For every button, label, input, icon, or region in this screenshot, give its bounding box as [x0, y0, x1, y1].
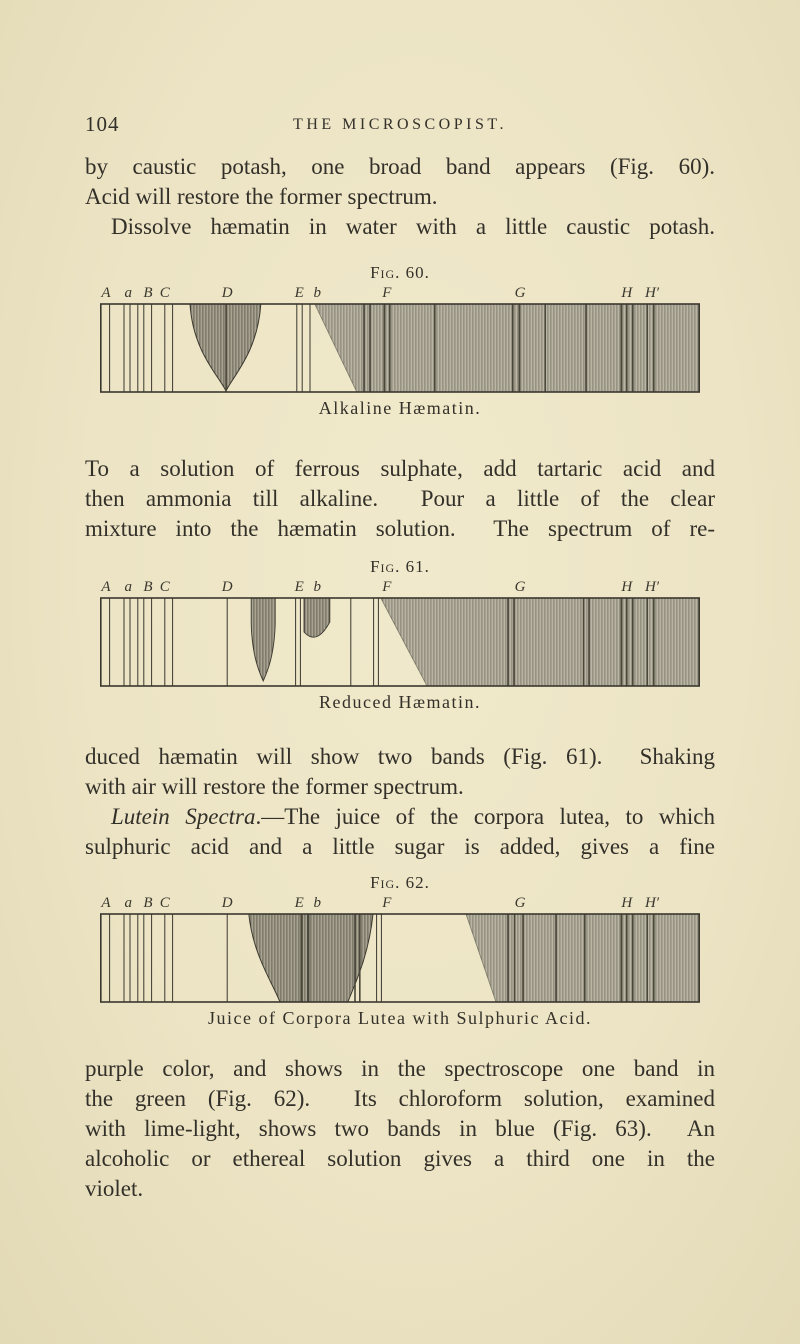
spectrum-letter: E — [294, 285, 304, 301]
figure-61-caption: Reduced Hæmatin. — [319, 692, 481, 712]
text-line: Lutein Spectra.—The juice of the corpora… — [111, 804, 715, 829]
spectrum-letter: C — [160, 285, 171, 301]
figure-60-title: Fig. 60. — [370, 263, 430, 282]
spectrum-letter: H — [620, 579, 633, 595]
spectrum-letter: H — [620, 285, 633, 301]
spectrum-letter: a — [124, 285, 132, 301]
spectrum-letter: D — [221, 285, 233, 301]
spectrum-letter: B — [143, 895, 152, 911]
spectrum-letter: B — [143, 579, 152, 595]
spectrum-letter: G — [515, 895, 526, 911]
figure-60-caption: Alkaline Hæmatin. — [318, 398, 482, 418]
spectrum-letter: H′ — [644, 579, 660, 595]
spectrum-letter: b — [313, 285, 321, 301]
page-number: 104 — [85, 112, 120, 136]
page-header: 104 THE MICROSCOPIST. — [85, 112, 715, 138]
spectrum-letter: F — [381, 579, 392, 595]
figure-61-title: Fig. 61. — [370, 557, 430, 576]
spectrum-letter: D — [221, 895, 233, 911]
spectrum-letter: G — [515, 579, 526, 595]
spectrum-letter: b — [313, 895, 321, 911]
spectrum-letter: H′ — [644, 285, 660, 301]
spectrum-letter: b — [313, 579, 321, 595]
spectrum-letter: a — [124, 895, 132, 911]
spectrum-letter: F — [381, 285, 392, 301]
text-line: duced hæmatin will show two bands (Fig. … — [85, 744, 715, 769]
spectrum-letter: E — [294, 579, 304, 595]
figure-62-title: Fig. 62. — [370, 873, 430, 892]
paragraph-2: To a solution of ferrous sulphate, add t… — [85, 454, 715, 544]
text-line: purple color, and shows in the spectrosc… — [85, 1056, 715, 1081]
text-line: sulphuric acid and a little sugar is add… — [85, 834, 715, 859]
spectrum-letter: C — [160, 579, 171, 595]
text-line: Dissolve hæmatin in water with a little … — [111, 214, 715, 239]
spectrum-letter: D — [221, 579, 233, 595]
text-line: mixture into the hæmatin solution. The s… — [85, 516, 715, 541]
spectrum-letter: C — [160, 895, 171, 911]
text-line: To a solution of ferrous sulphate, add t… — [85, 456, 715, 481]
text-line: the green (Fig. 62). Its chloroform solu… — [85, 1086, 715, 1111]
text-line: with lime-light, shows two bands in blue… — [85, 1116, 715, 1141]
paragraph-1: by caustic potash, one broad band appear… — [85, 152, 715, 242]
paragraph-4: purple color, and shows in the spectrosc… — [85, 1054, 715, 1204]
spectrum-letter: H — [620, 895, 633, 911]
spectrum-letter: G — [515, 285, 526, 301]
paragraph-3: duced hæmatin will show two bands (Fig. … — [85, 742, 715, 862]
spectrum-letter: A — [100, 895, 111, 911]
running-title: THE MICROSCOPIST. — [293, 116, 507, 133]
text-line: alcoholic or ethereal solution gives a t… — [85, 1146, 715, 1171]
figure-62-caption: Juice of Corpora Lutea with Sulphuric Ac… — [208, 1008, 592, 1028]
spectrum-letter: E — [294, 895, 304, 911]
text-line: with air will restore the former spectru… — [85, 774, 464, 799]
spectrum-letter: B — [143, 285, 152, 301]
spectrum-letter: F — [381, 895, 392, 911]
text-line: violet. — [85, 1176, 144, 1201]
text-line: by caustic potash, one broad band appear… — [85, 154, 715, 179]
spectrum-letter: A — [100, 285, 111, 301]
text-line: then ammonia till alkaline. Pour a littl… — [85, 486, 715, 511]
spectrum-letter: H′ — [644, 895, 660, 911]
text-line: Acid will restore the former spectrum. — [85, 184, 438, 209]
spectrum-letter: A — [100, 579, 111, 595]
spectrum-letter: a — [124, 579, 132, 595]
